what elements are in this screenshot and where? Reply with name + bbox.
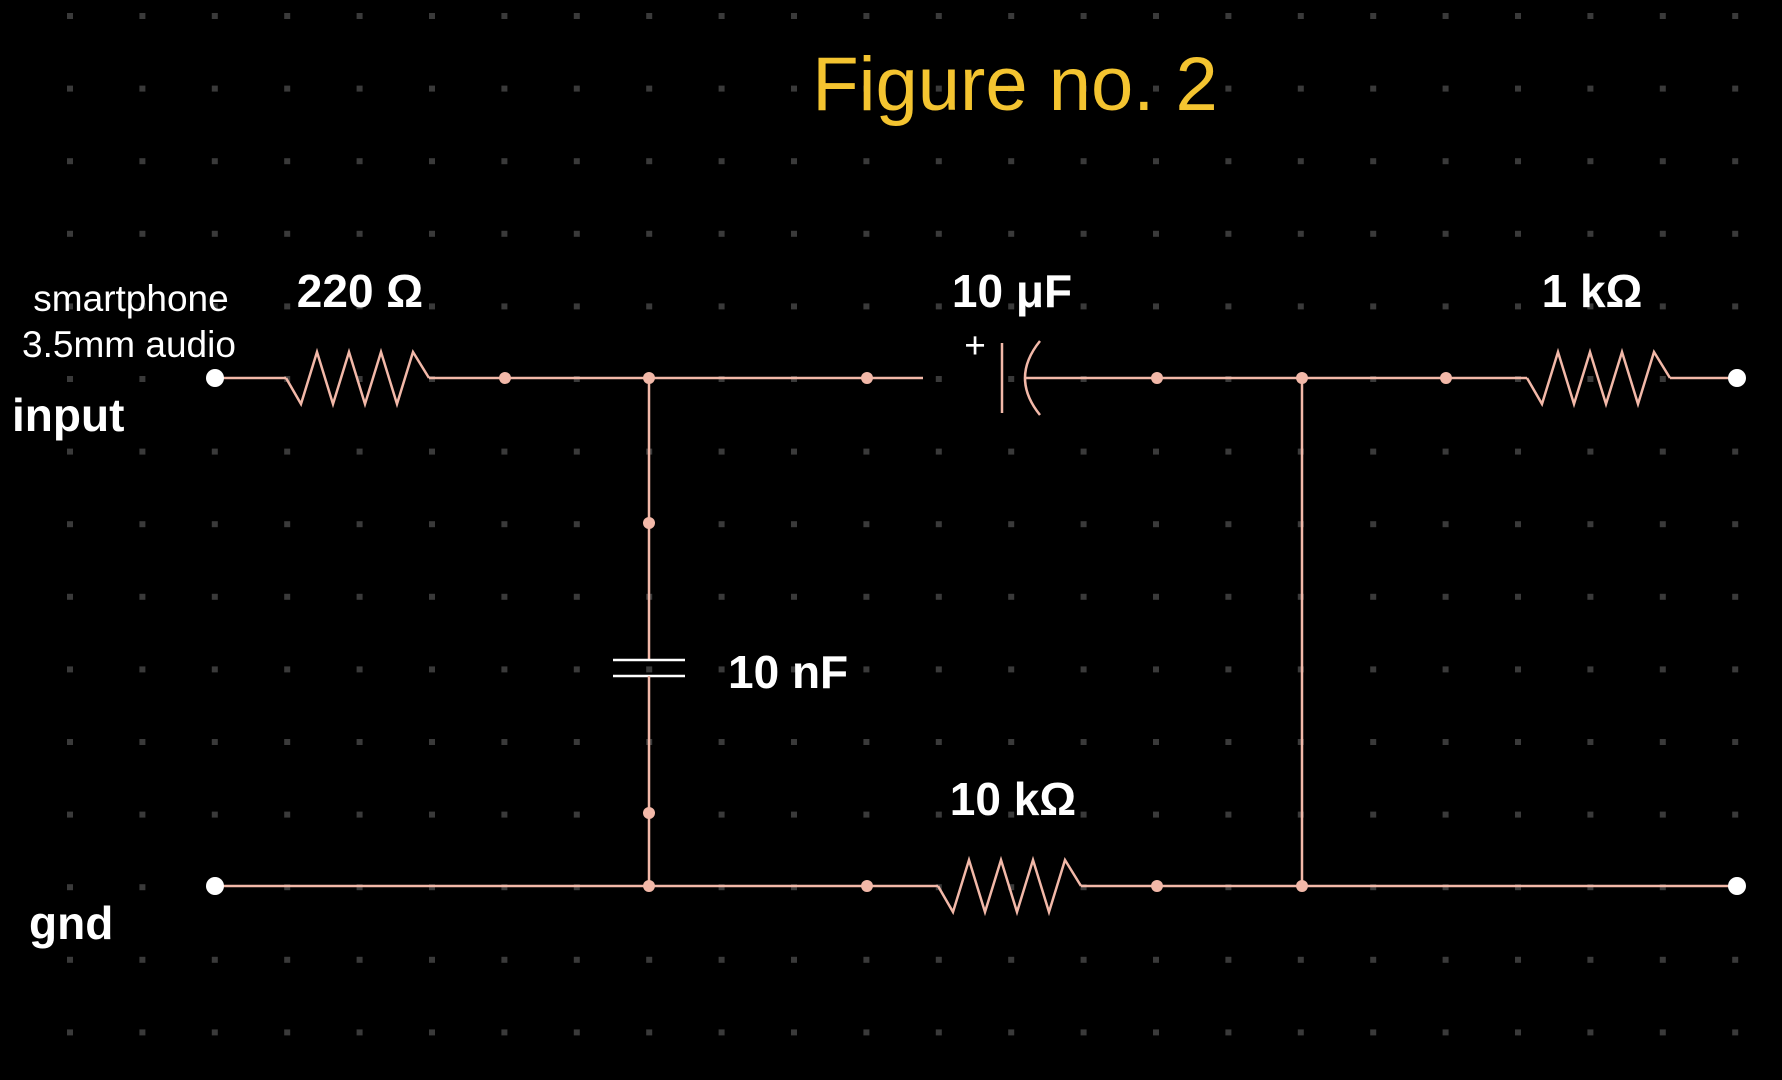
shunt-resistor-value-label: 10 kΩ (950, 773, 1076, 825)
series-capacitor-value-label: 10 μF (952, 265, 1072, 317)
source-label-line1: smartphone (33, 278, 228, 319)
resistor-10k-ohm (936, 855, 1083, 917)
output-terminal-top (1728, 369, 1746, 387)
output-resistor-value-label: 1 kΩ (1542, 265, 1643, 317)
polarity-plus-sign: + (964, 325, 986, 366)
shunt-capacitor-branch (613, 378, 685, 886)
input-label: input (12, 389, 124, 441)
output-terminal-bottom (1728, 877, 1746, 895)
grid-dots (67, 13, 1739, 1036)
resistor-1k-ohm (1525, 347, 1672, 409)
resistor-220-ohm (284, 347, 431, 409)
shunt-capacitor-value-label: 10 nF (728, 646, 848, 698)
junction-nodes (499, 372, 1452, 892)
input-terminal (206, 369, 224, 387)
gnd-label: gnd (29, 897, 113, 949)
source-label-line2: 3.5mm audio (22, 324, 236, 365)
r1-value-label: 220 Ω (297, 265, 423, 317)
bottom-wire (215, 855, 1737, 917)
figure-title: Figure no. 2 (812, 42, 1218, 127)
gnd-terminal (206, 877, 224, 895)
